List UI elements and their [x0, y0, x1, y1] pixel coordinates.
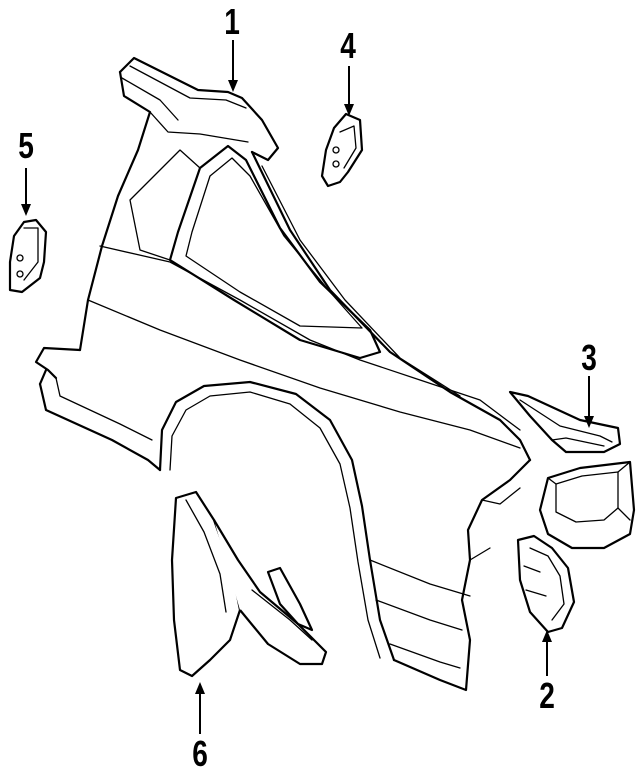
callout-number-6: 6	[192, 733, 208, 774]
leader-line-1	[228, 40, 238, 92]
leader-line-6	[195, 682, 205, 734]
bracket-part-5	[8, 218, 48, 294]
callout-number-5: 5	[18, 125, 34, 166]
lamp-housing-part-2	[516, 460, 636, 634]
leader-line-3	[584, 376, 594, 428]
callout-number-3: 3	[581, 337, 597, 378]
callout-number-1: 1	[224, 1, 240, 42]
leader-line-2	[542, 630, 552, 676]
leader-line-5	[21, 168, 31, 216]
mud-guard-part-6	[170, 490, 328, 678]
bracket-part-4	[320, 112, 364, 188]
callout-number-4: 4	[340, 25, 356, 66]
callout-number-2: 2	[539, 675, 555, 716]
leader-line-4	[344, 66, 354, 116]
extension-part-3	[508, 390, 622, 454]
quarter-panel-part	[34, 56, 532, 692]
